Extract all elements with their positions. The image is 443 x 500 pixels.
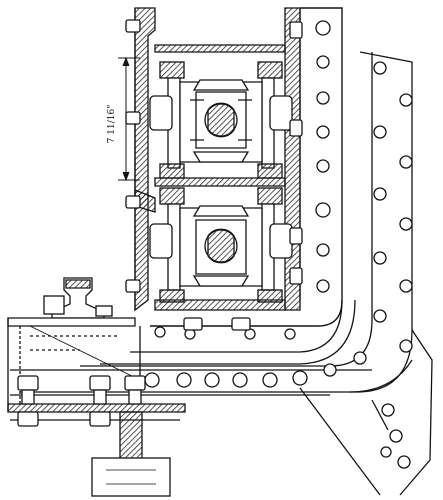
rail-section xyxy=(43,277,113,319)
girder-bolts xyxy=(17,317,251,427)
lower-bearing xyxy=(149,187,293,303)
frame-rivets xyxy=(144,20,413,469)
upper-bearing xyxy=(149,61,293,179)
bottom-girder xyxy=(7,317,186,497)
flange-bolts xyxy=(125,19,303,293)
dimension-label: 7 11/16" xyxy=(107,105,117,144)
